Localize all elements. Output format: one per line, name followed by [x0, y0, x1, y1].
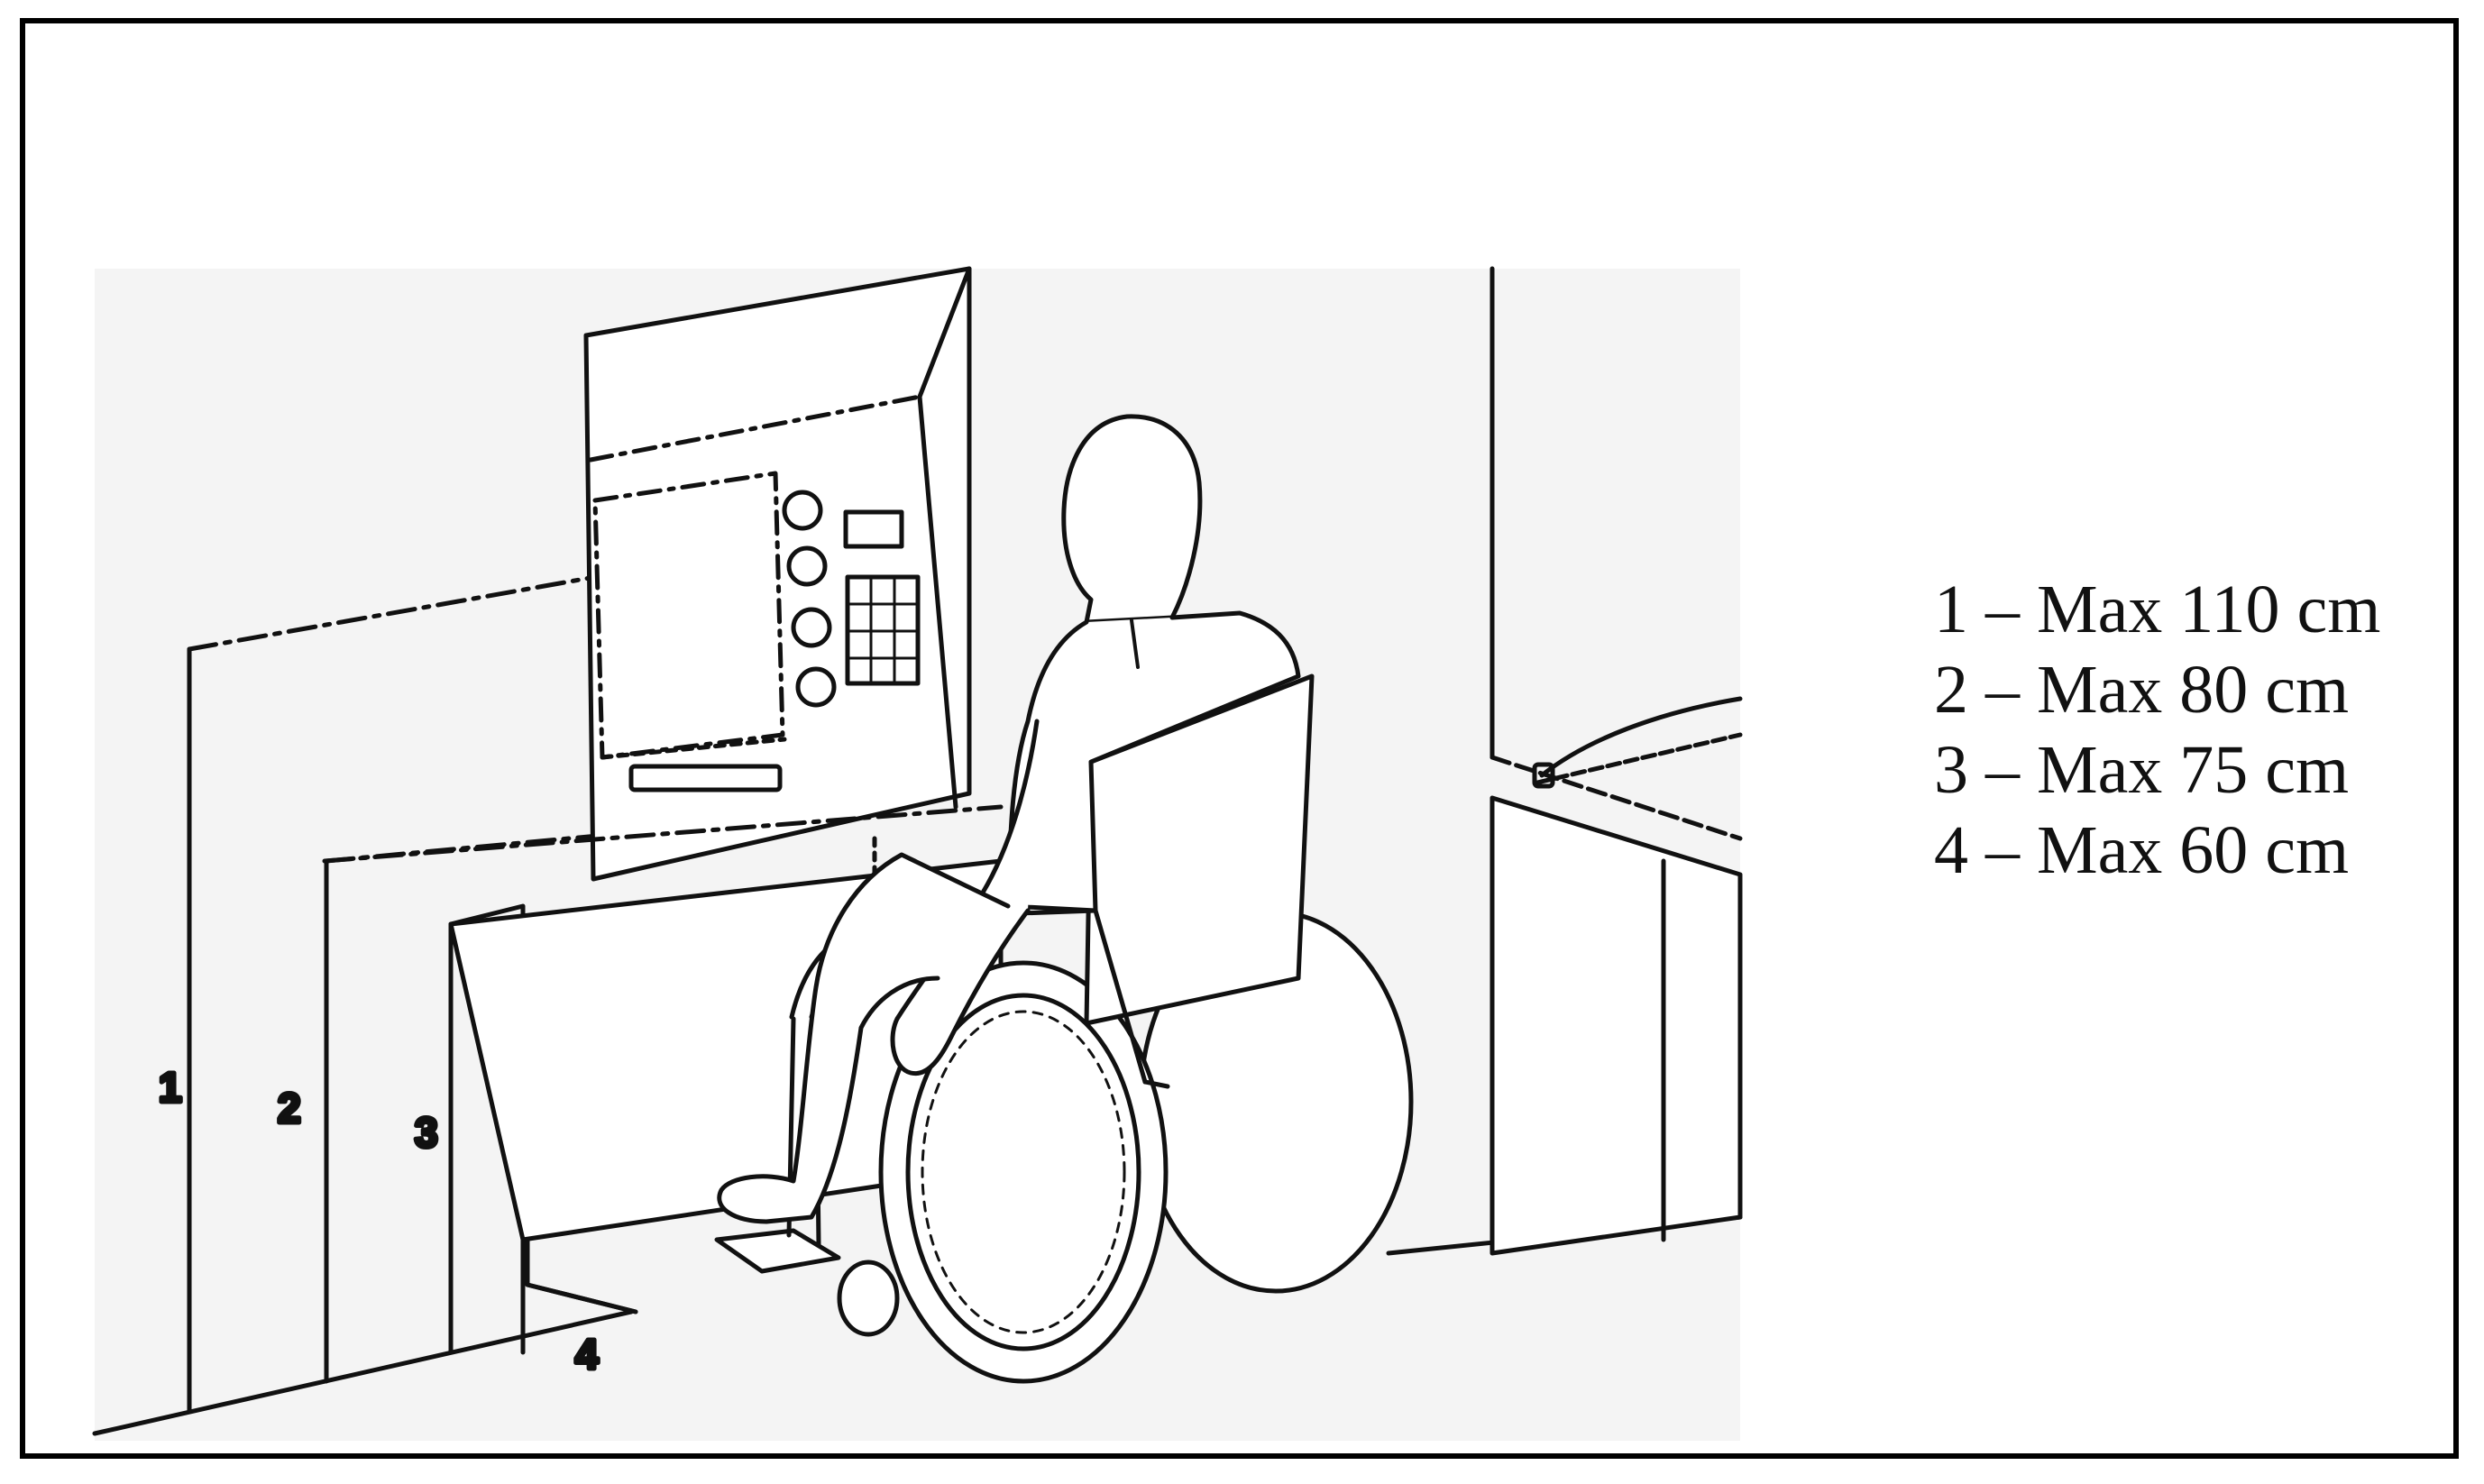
atm-button	[791, 607, 832, 648]
card-slot	[628, 764, 783, 792]
legend-item-3: 3 – Max 75 cm	[1934, 732, 2350, 808]
side-counter	[1489, 266, 1743, 1256]
marker-4: 4	[575, 1331, 599, 1378]
atm-button	[795, 666, 837, 708]
height-legend: 1 – Max 110 cm 2 – Max 80 cm 3 – Max 75 …	[1934, 570, 2380, 891]
marker-2: 2	[278, 1085, 301, 1131]
legs	[717, 852, 1011, 1224]
receipt-slot	[843, 509, 904, 549]
legend-item-1: 1 – Max 110 cm	[1934, 572, 2381, 647]
legend-item-4: 4 – Max 60 cm	[1934, 812, 2350, 888]
atm-screen	[592, 471, 785, 760]
atm-button	[786, 545, 828, 587]
marker-1: 1	[159, 1064, 182, 1111]
caster-wheel	[837, 1260, 900, 1337]
head	[1061, 414, 1203, 625]
push-rim	[905, 993, 1141, 1351]
dimension-line-4	[525, 1282, 638, 1315]
backrest	[1084, 673, 1315, 1026]
arm	[890, 719, 1040, 1076]
legend-item-2: 2 – Max 80 cm	[1934, 652, 2350, 728]
atm-machine	[583, 266, 972, 882]
footrest	[714, 1228, 841, 1274]
wheelchair	[714, 673, 1414, 1384]
large-wheel	[878, 960, 1169, 1384]
dimension-line-1	[187, 574, 598, 1414]
marker-3: 3	[415, 1109, 438, 1156]
person-in-wheelchair	[717, 414, 1301, 1224]
atm-button	[782, 490, 823, 531]
